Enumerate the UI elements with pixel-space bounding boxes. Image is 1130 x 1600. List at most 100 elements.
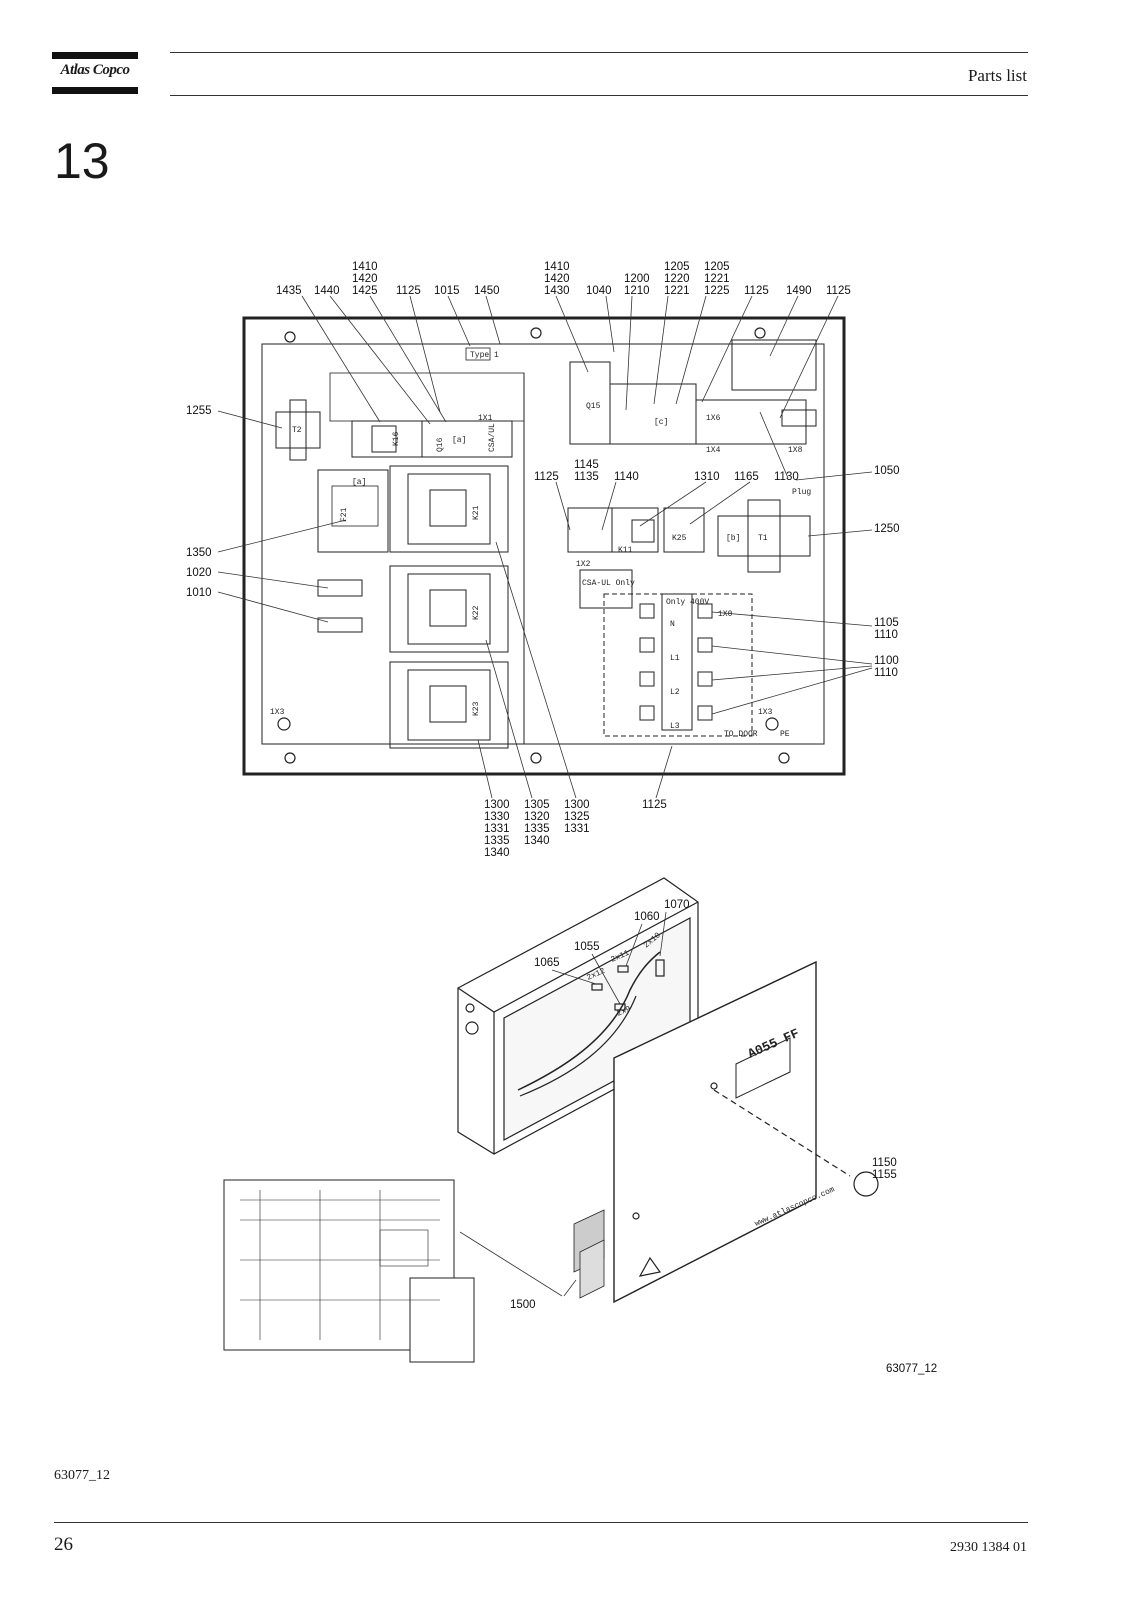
callout-1221b: 1221 xyxy=(704,273,730,285)
enclosure-callouts: 1070 1060 1055 1065 1150 1155 1500 63077… xyxy=(510,899,937,1375)
comp-k21: K21 xyxy=(472,505,481,520)
callout-1250: 1250 xyxy=(874,523,900,535)
callout-1130: 1130 xyxy=(774,471,799,483)
callout-1125c: 1125 xyxy=(826,285,851,297)
callout-1065: 1065 xyxy=(534,957,560,969)
callout-1140: 1140 xyxy=(614,471,639,483)
callout-1015: 1015 xyxy=(434,285,460,297)
comp-n: N xyxy=(670,620,675,629)
comp-t1: T1 xyxy=(758,534,768,543)
callout-1440: 1440 xyxy=(314,285,340,297)
callout-1410b: 1410 xyxy=(544,261,570,273)
callout-1425: 1425 xyxy=(352,285,378,297)
callout-1165: 1165 xyxy=(734,471,759,483)
callout-1420b: 1420 xyxy=(544,273,570,285)
comp-ixi: 1X1 xyxy=(478,414,493,423)
document-number: 2930 1384 01 xyxy=(950,1540,1027,1555)
comp-ix2: 1X2 xyxy=(576,560,591,569)
callout-1110a: 1110 xyxy=(874,629,898,641)
callout-1125d: 1125 xyxy=(534,471,559,483)
comp-l3: L3 xyxy=(670,722,680,731)
callout-1255: 1255 xyxy=(186,405,212,417)
comp-l1: L1 xyxy=(670,654,680,663)
comp-plug: Plug xyxy=(792,488,811,497)
page-number: 26 xyxy=(54,1534,73,1555)
comp-ix8: 1X8 xyxy=(788,446,803,455)
comp-l2: L2 xyxy=(670,688,680,697)
comp-ix3-right: 1X3 xyxy=(758,708,773,717)
comp-b: [b] xyxy=(726,534,740,543)
callout-1125a: 1125 xyxy=(396,285,421,297)
comp-k16: K16 xyxy=(392,431,401,446)
enclosure-isometric xyxy=(223,877,879,1363)
callout-1350: 1350 xyxy=(186,547,212,559)
comp-only400: Only 400V xyxy=(666,598,709,607)
footer-rule xyxy=(54,1522,1028,1523)
atlas-copco-logo: Atlas Copco xyxy=(52,52,138,94)
callout-1335a: 1335 xyxy=(484,835,510,847)
callout-1210: 1210 xyxy=(624,285,650,297)
callout-1105: 1105 xyxy=(874,617,899,629)
comp-k25: K25 xyxy=(672,534,687,543)
callout-1205b: 1205 xyxy=(704,261,730,273)
callout-1220: 1220 xyxy=(664,273,690,285)
callout-1490: 1490 xyxy=(786,285,812,297)
callout-1221a: 1221 xyxy=(664,285,690,297)
callout-1340a: 1340 xyxy=(484,847,510,859)
cabinet-callouts: 1410 1420 1425 1435 1440 1125 1015 1450 … xyxy=(186,261,900,859)
callout-1020: 1020 xyxy=(186,567,212,579)
comp-k22: K22 xyxy=(472,605,481,620)
callout-1335b: 1335 xyxy=(524,823,550,835)
callout-1410a: 1410 xyxy=(352,261,378,273)
callout-1340b: 1340 xyxy=(524,835,550,847)
callout-1300a: 1300 xyxy=(484,799,510,811)
callout-1050: 1050 xyxy=(874,465,900,477)
callout-1500: 1500 xyxy=(510,1299,536,1311)
component-inscriptions: T2 K16 Q16 CSA/UL 1X1 [a] [a] F21 K21 K2… xyxy=(270,351,811,739)
cabinet-panel xyxy=(242,316,846,776)
comp-csa-only: CSA-UL Only xyxy=(582,579,635,588)
footer-figure-ref: 63077_12 xyxy=(54,1468,110,1483)
comp-k23: K23 xyxy=(472,701,481,716)
comp-t2: T2 xyxy=(292,426,302,435)
comp-type1: Type 1 xyxy=(470,351,499,360)
callout-1055: 1055 xyxy=(574,941,600,953)
callout-1320: 1320 xyxy=(524,811,550,823)
comp-pe: PE xyxy=(780,730,790,739)
callout-1200: 1200 xyxy=(624,273,650,285)
callout-1310: 1310 xyxy=(694,471,720,483)
callout-1330: 1330 xyxy=(484,811,510,823)
callout-1070: 1070 xyxy=(664,899,690,911)
comp-ix6: 1X6 xyxy=(706,414,721,423)
comp-q15: Q15 xyxy=(586,402,601,411)
header-rule-top xyxy=(170,52,1028,53)
comp-k11: K11 xyxy=(618,546,633,555)
callout-1430: 1430 xyxy=(544,285,570,297)
callout-1125b: 1125 xyxy=(744,285,769,297)
enclosure-leaders xyxy=(459,911,667,1297)
callout-1145: 1145 xyxy=(574,459,599,471)
comp-a2: [a] xyxy=(352,478,366,487)
callout-1110b: 1110 xyxy=(874,667,898,679)
callout-1135: 1135 xyxy=(574,471,599,483)
callout-1331a: 1331 xyxy=(484,823,510,835)
comp-ix3-left: 1X3 xyxy=(270,708,285,717)
callout-1325: 1325 xyxy=(564,811,590,823)
callout-1300b: 1300 xyxy=(564,799,590,811)
leader-lines xyxy=(217,295,873,799)
callout-1100: 1100 xyxy=(874,655,899,667)
callout-1435: 1435 xyxy=(276,285,302,297)
callout-1010: 1010 xyxy=(186,587,212,599)
comp-q16: Q16 xyxy=(436,437,445,452)
comp-todoor: TO DOOR xyxy=(724,730,758,739)
callout-1205a: 1205 xyxy=(664,261,690,273)
comp-ix4: 1X4 xyxy=(706,446,721,455)
figure-reference: 63077_12 xyxy=(886,1363,937,1375)
callout-1040: 1040 xyxy=(586,285,612,297)
callout-1450: 1450 xyxy=(474,285,500,297)
callout-1060: 1060 xyxy=(634,911,660,923)
parts-diagram: T2 K16 Q16 CSA/UL 1X1 [a] [a] F21 K21 K2… xyxy=(186,261,937,1375)
callout-1420a: 1420 xyxy=(352,273,378,285)
callout-1225: 1225 xyxy=(704,285,730,297)
comp-c: [c] xyxy=(654,418,668,427)
